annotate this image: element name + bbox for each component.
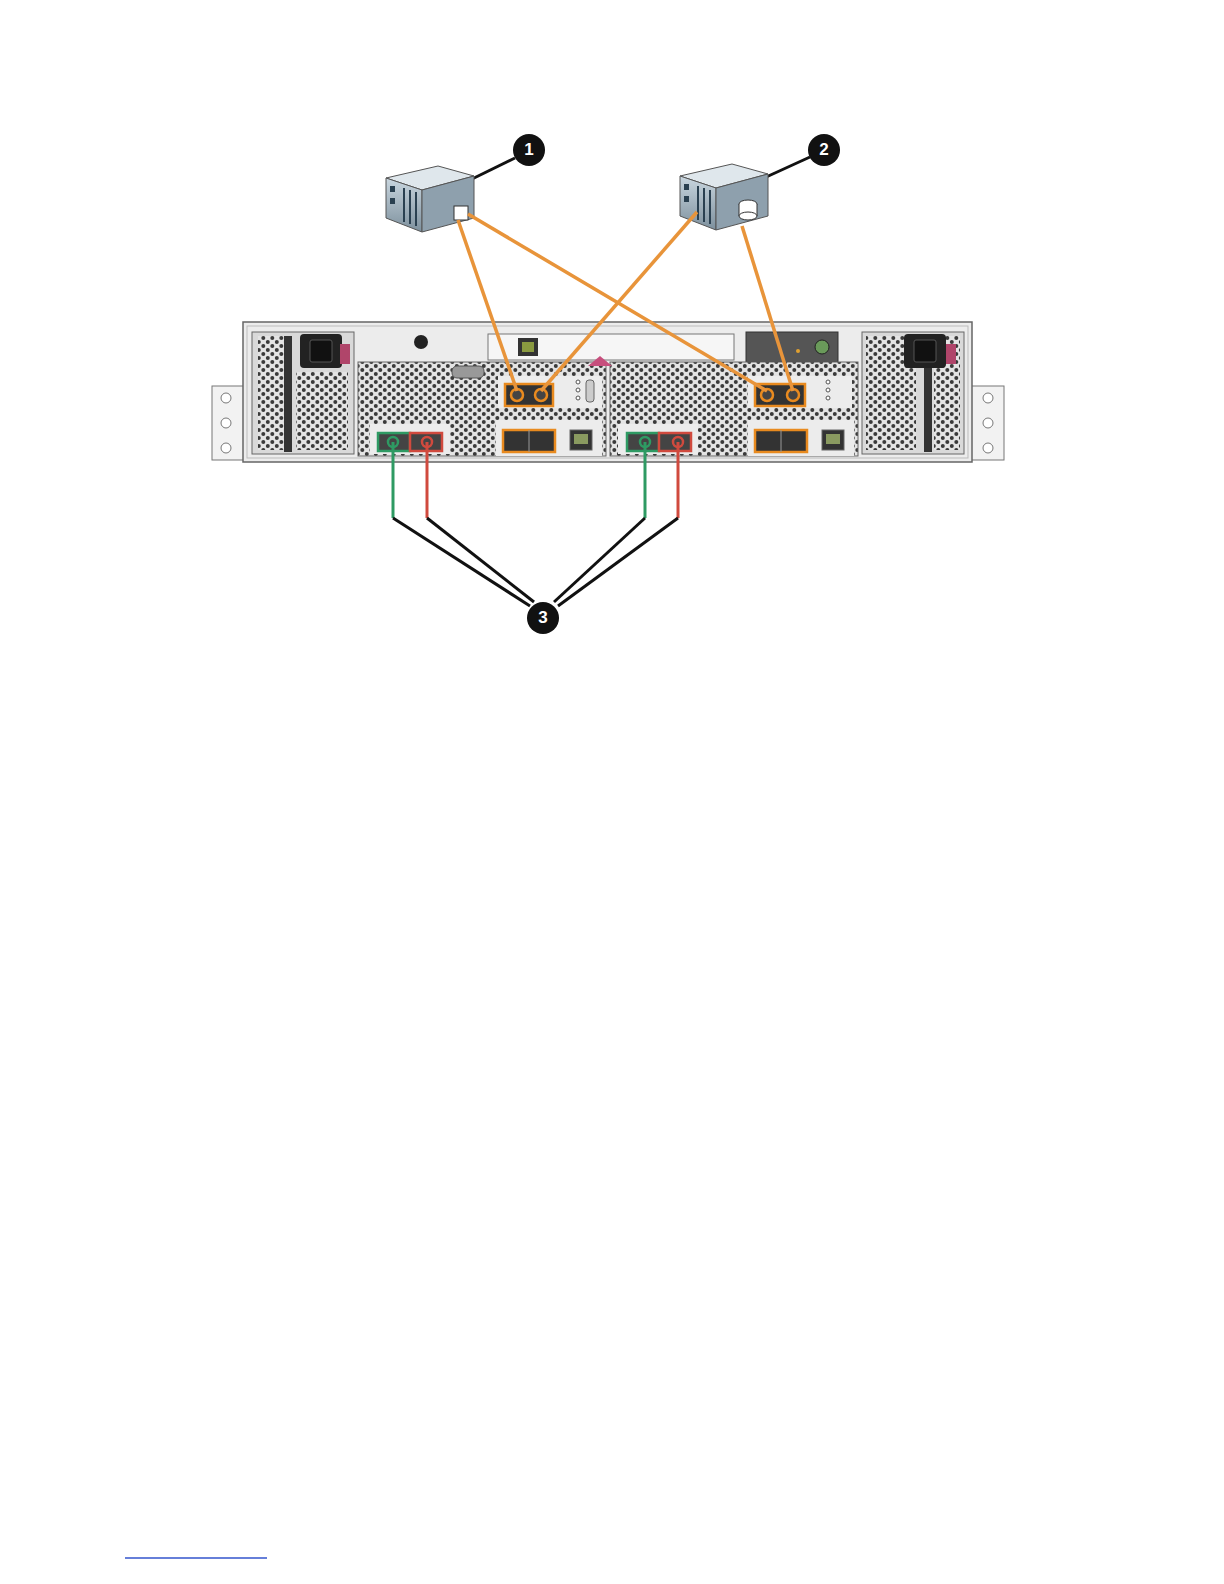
controller-module — [610, 362, 858, 456]
fibre-cable — [458, 212, 793, 391]
ethernet-port — [822, 430, 844, 450]
callout-number: 2 — [808, 134, 840, 166]
power-supply — [862, 332, 964, 454]
storage-chassis — [212, 322, 1004, 462]
power-supply — [252, 332, 354, 454]
footer-rule — [125, 1557, 267, 1559]
ethernet-port — [570, 430, 592, 450]
expansion-port — [503, 430, 555, 452]
network-port — [659, 433, 691, 451]
network-cable — [393, 442, 678, 518]
callout-number: 1 — [513, 134, 545, 166]
callout-number: 3 — [527, 602, 559, 634]
leader-line — [470, 158, 515, 180]
network-port — [627, 433, 659, 451]
controller-module — [358, 362, 606, 456]
expansion-port — [755, 430, 807, 452]
server-icon — [386, 166, 474, 232]
leader-line — [393, 518, 678, 606]
leader-line — [764, 157, 810, 178]
server-icon — [680, 164, 768, 230]
